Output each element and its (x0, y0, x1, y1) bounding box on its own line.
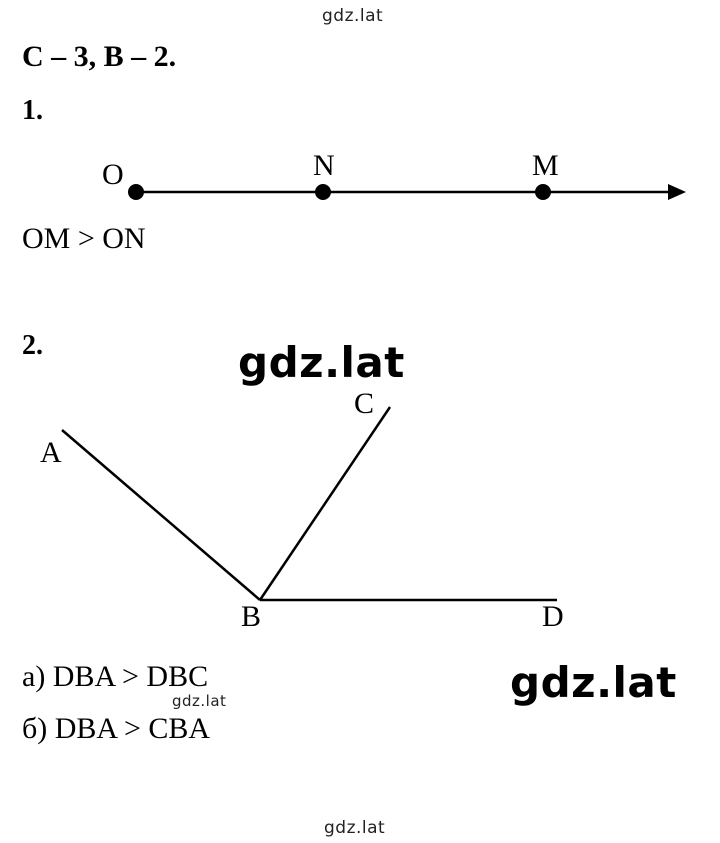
watermark-top: gdz.lat (322, 6, 384, 26)
task1-result: OM > ON (22, 222, 146, 255)
task2-answer-b: б) DBA > CBA (22, 712, 211, 745)
point-m-dot (535, 184, 551, 200)
task2-answer-a: а) DBA > DBC (22, 660, 209, 693)
point-b-label: B (241, 600, 261, 633)
point-o-dot (128, 184, 144, 200)
watermark-inline: gdz.lat (172, 692, 227, 710)
ray-arrowhead (668, 184, 686, 200)
point-a-label: A (40, 436, 62, 469)
page-heading: С – 3, В – 2. (22, 40, 177, 73)
ray-bc (258, 406, 392, 601)
watermark-right: gdz.lat (510, 658, 677, 707)
point-n-dot (315, 184, 331, 200)
point-d-label: D (542, 600, 564, 633)
watermark-bottom: gdz.lat (324, 818, 386, 838)
task1-number: 1. (22, 95, 43, 126)
task2-number: 2. (22, 330, 43, 361)
watermark-middle: gdz.lat (238, 338, 405, 387)
ray-ba (61, 429, 261, 601)
point-c-label: C (354, 387, 374, 420)
point-n-label: N (313, 149, 335, 182)
point-o-label: O (102, 158, 124, 191)
ray-diagram: O N M (102, 149, 686, 200)
angle-diagram: A C B D (40, 387, 564, 633)
point-m-label: M (532, 149, 559, 182)
